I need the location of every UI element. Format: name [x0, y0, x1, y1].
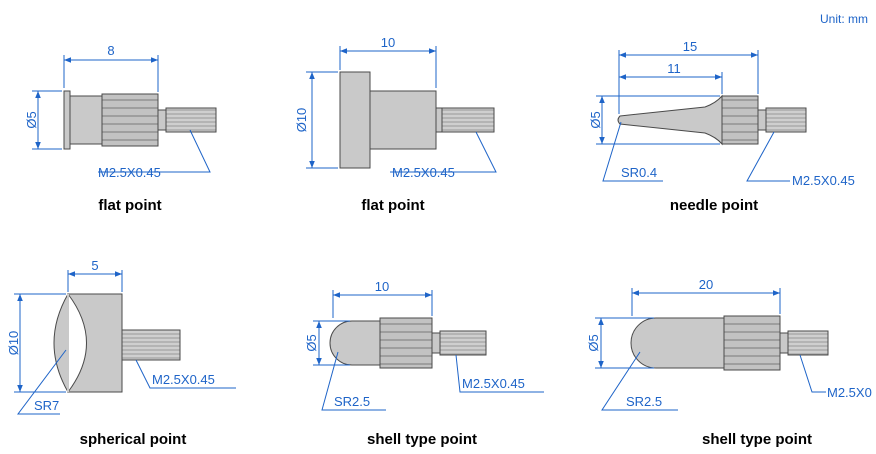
probe-3-neck	[757, 109, 767, 131]
probe-3-knurl	[721, 95, 759, 145]
probe-4-radius-leader	[17, 349, 67, 415]
probe-spherical-point: 5 Ø10 SR7 M2.5X0.45 spherical point	[6, 258, 236, 448]
probe-2-flat-face	[339, 71, 371, 169]
probe-3-needle-length-label: 11	[667, 61, 681, 76]
probe-1-length-label: 8	[107, 43, 114, 58]
probe-6-caption: shell type point	[702, 431, 812, 448]
probe-1-caption: flat point	[98, 197, 161, 214]
probe-4-spherical-head	[66, 293, 123, 393]
probe-1-knurl	[101, 93, 159, 147]
probe-5-diameter-label: Ø5	[304, 334, 319, 351]
probe-4-length-label: 5	[91, 258, 98, 273]
probe-4-thread	[121, 329, 181, 361]
probe-flat-point-10mm: 10 Ø10 M2.5X0.45 flat point	[294, 35, 497, 214]
probe-4-thread-label: M2.5X0.45	[152, 372, 215, 387]
probe-5-caption: shell type point	[367, 431, 477, 448]
probe-2-length-label: 10	[381, 35, 395, 50]
probe-6-radius-leader	[601, 351, 678, 411]
probe-3-radius-label: SR0.4	[621, 165, 657, 180]
probe-1-diameter-label: Ø5	[24, 111, 39, 128]
probe-5-length-label: 10	[375, 279, 389, 294]
probe-3-total-length-label: 15	[683, 39, 697, 54]
probe-5-shell-tip	[329, 320, 381, 366]
probe-3-diameter-label: Ø5	[588, 111, 603, 128]
probe-1-body	[69, 95, 103, 145]
probe-2-neck	[435, 107, 443, 133]
probe-6-thread	[787, 330, 829, 356]
probe-shell-point-20mm: 20 Ø5 SR2.5 M2.5X0 shell type point	[586, 277, 872, 448]
probe-6-neck	[779, 332, 789, 354]
probe-4-diameter-label: Ø10	[6, 331, 21, 356]
probe-3-needle-cone	[617, 94, 723, 146]
probe-6-radius-label: SR2.5	[626, 394, 662, 409]
probe-6-thread-label: M2.5X0	[827, 385, 872, 400]
probe-3-caption: needle point	[670, 197, 758, 214]
probe-shell-point-10mm: 10 Ø5 SR2.5 M2.5X0.45 shell type point	[304, 279, 544, 448]
probe-2-thread	[441, 107, 495, 133]
probe-5-thread-leader	[455, 354, 544, 393]
probe-6-diameter-label: Ø5	[586, 334, 601, 351]
probe-5-radius-leader	[321, 351, 386, 411]
probe-5-radius-label: SR2.5	[334, 394, 370, 409]
probe-5-thread	[439, 330, 487, 356]
probe-1-thread-label: M2.5X0.45	[98, 165, 161, 180]
probe-1-thread	[165, 107, 217, 133]
probe-6-length-label: 20	[699, 277, 713, 292]
probe-1-thread-leader	[98, 129, 211, 173]
probe-5-neck	[431, 332, 441, 354]
probe-6-thread-leader	[799, 354, 826, 393]
probe-2-thread-leader	[390, 131, 497, 173]
probe-1-flat-face	[63, 90, 71, 150]
probe-2-diameter-label: Ø10	[294, 108, 309, 133]
probe-4-caption: spherical point	[80, 431, 187, 448]
probe-needle-point: 15 11 Ø5 SR0.4 M2.5X0.45 needle point	[588, 39, 855, 214]
probe-5-thread-label: M2.5X0.45	[462, 376, 525, 391]
probe-3-thread-leader	[746, 131, 790, 182]
probe-2-caption: flat point	[361, 197, 424, 214]
probe-3-thread	[765, 107, 807, 133]
probe-2-body	[369, 90, 437, 150]
probe-flat-point-8mm: 8 Ø5 M2.5X0.45 flat point	[24, 43, 217, 214]
probe-3-radius-leader	[602, 121, 663, 182]
probe-2-thread-label: M2.5X0.45	[392, 165, 455, 180]
probe-1-neck	[157, 109, 167, 131]
unit-label: Unit: mm	[820, 12, 868, 26]
probe-6-shell-tip	[630, 317, 725, 369]
probe-3-thread-label: M2.5X0.45	[792, 173, 855, 188]
probe-4-thread-leader	[135, 359, 236, 389]
probe-5-knurl	[379, 317, 433, 369]
probe-4-radius-label: SR7	[34, 398, 59, 413]
probe-6-knurl	[723, 315, 781, 371]
